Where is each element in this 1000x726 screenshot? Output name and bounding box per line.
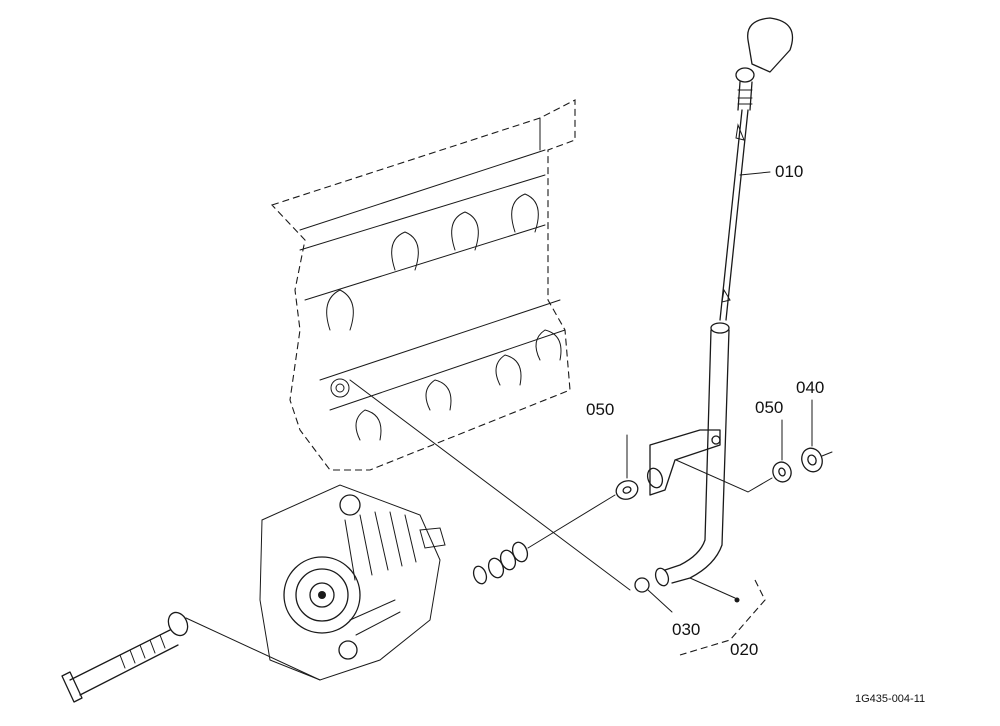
- mounting-bolt: [61, 611, 321, 703]
- callout-020: 020: [730, 640, 758, 659]
- callout-010: 010: [775, 162, 803, 181]
- washer-050-left: [615, 434, 639, 500]
- group-bracket-020: [679, 579, 766, 656]
- small-washers-nuts: [472, 494, 616, 585]
- callout-030: 030: [672, 620, 700, 639]
- drawing-reference: 1G435-004-11: [855, 693, 925, 705]
- engine-block: [271, 99, 576, 471]
- callout-050-right: 050: [755, 398, 783, 417]
- dipstick-010: [719, 17, 794, 321]
- alternator: [259, 484, 446, 681]
- nut-040: [801, 399, 833, 473]
- plug-030: [349, 379, 673, 613]
- guide-tube-020: [646, 322, 740, 603]
- washer-050-right: [675, 419, 792, 493]
- callout-050-left: 050: [586, 400, 614, 419]
- leader-010: [739, 171, 771, 176]
- callout-040: 040: [796, 378, 824, 397]
